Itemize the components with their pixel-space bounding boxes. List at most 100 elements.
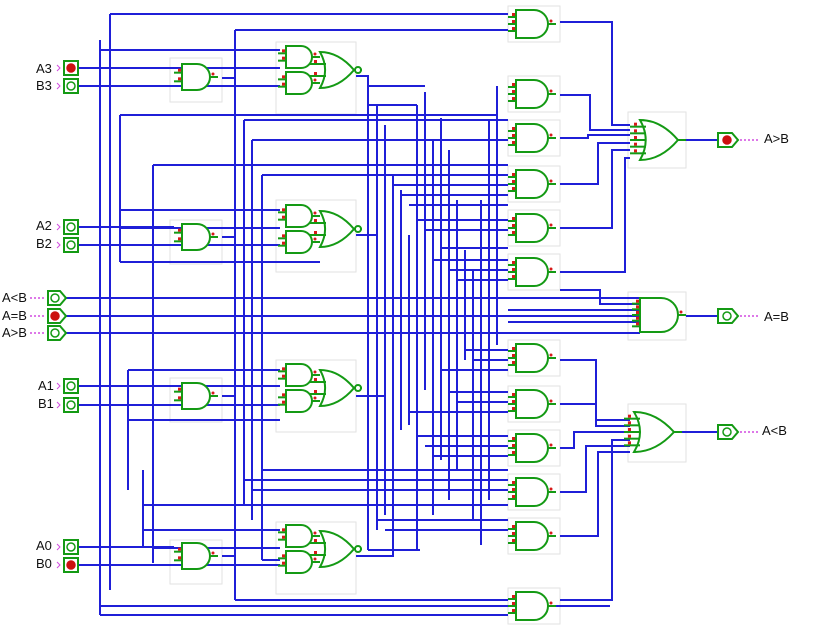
output-pin — [549, 531, 553, 535]
input-pin — [282, 56, 285, 60]
pin-marker — [56, 241, 61, 249]
wire — [356, 75, 369, 86]
input-pin-b1 — [56, 397, 79, 413]
input-pin — [314, 390, 317, 393]
input-pin — [512, 83, 515, 86]
input-pin — [314, 378, 317, 381]
and-gate-body — [285, 204, 313, 228]
and-gate-body — [181, 542, 211, 570]
and-gate-body — [181, 63, 211, 91]
input-pin — [512, 393, 515, 396]
output-pin — [313, 78, 317, 82]
pin-led — [722, 427, 732, 437]
output-pin-gt — [717, 132, 760, 148]
input-pin — [512, 134, 515, 137]
input-pin — [512, 224, 515, 227]
wire-network — [64, 13, 722, 616]
input-pin-a1 — [56, 378, 79, 394]
and-gate-body — [515, 477, 549, 507]
input-pin — [178, 77, 181, 81]
or-gate-body — [318, 50, 356, 90]
output-pin — [549, 399, 553, 403]
and-gate-body — [285, 363, 313, 387]
input-pin — [178, 556, 181, 560]
and-gate — [278, 230, 320, 254]
input-pin — [512, 451, 515, 454]
input-pin — [628, 428, 631, 431]
pin-marker — [56, 561, 61, 569]
input-pin — [512, 27, 515, 30]
input-pin — [512, 354, 515, 357]
output-pin — [313, 531, 317, 535]
or-gate-body — [318, 368, 356, 408]
and-gate-body — [515, 591, 549, 621]
output-pin-lt — [717, 424, 760, 440]
pin-led — [66, 542, 76, 552]
and-gate — [278, 389, 320, 413]
and-gate-body — [515, 521, 549, 551]
input-pin-b2 — [56, 237, 79, 253]
wire — [560, 142, 630, 185]
and-gate-body — [515, 123, 549, 153]
pin-led — [722, 135, 732, 145]
wire — [560, 21, 630, 126]
and-gate-body — [285, 71, 313, 95]
input-pin — [282, 400, 285, 404]
input-pin — [512, 361, 515, 364]
input-pin — [282, 367, 285, 371]
input-pin — [178, 228, 181, 232]
pin-marker — [56, 82, 61, 90]
input-pin — [512, 268, 515, 271]
input-pin — [628, 414, 631, 418]
output-pin — [211, 232, 215, 236]
input-pin — [512, 532, 515, 535]
wire — [356, 480, 394, 557]
input-pin — [314, 219, 317, 222]
input-pin — [178, 237, 181, 241]
wire — [560, 439, 630, 601]
and-gate-body — [515, 9, 549, 39]
wire — [560, 451, 630, 537]
xnor-bubble — [354, 545, 362, 553]
input-pin — [628, 421, 631, 425]
pin-led — [50, 311, 60, 321]
input-pin — [634, 149, 637, 153]
input-pin — [628, 434, 631, 438]
input-pin — [314, 539, 317, 542]
pin-marker — [56, 64, 61, 72]
input-pin — [512, 13, 515, 16]
input-pin — [636, 311, 639, 314]
input-pin — [512, 347, 515, 350]
output-pin — [549, 601, 553, 605]
pin-led — [50, 293, 60, 303]
and-gate-body — [515, 213, 549, 243]
output-pin — [549, 19, 553, 23]
and-gate — [278, 204, 320, 228]
input-label-cascade-gt: A>B — [2, 325, 27, 340]
input-pin — [178, 396, 181, 400]
wire — [560, 289, 640, 305]
input-label-cascade-lt: A<B — [2, 290, 27, 305]
input-pin — [512, 97, 515, 100]
and-gate — [278, 71, 320, 95]
input-pin — [636, 299, 639, 303]
and-gate-body — [515, 433, 549, 463]
input-pin — [512, 141, 515, 144]
pin-marker — [56, 223, 61, 231]
xnor-bubble — [354, 384, 362, 392]
wire — [560, 359, 630, 421]
input-pin — [314, 231, 317, 234]
output-pin — [549, 353, 553, 357]
input-pin-b0 — [56, 557, 79, 573]
output-pin — [313, 237, 317, 241]
and-gate-body — [181, 382, 211, 410]
output-label-eq: A=B — [764, 309, 789, 324]
and-gate — [632, 297, 686, 333]
and-gate — [508, 433, 556, 463]
or-gate — [630, 118, 686, 162]
input-label-a1: A1 — [38, 378, 54, 393]
input-pin — [512, 20, 515, 23]
input-pin — [282, 241, 285, 245]
component-box — [275, 521, 357, 595]
